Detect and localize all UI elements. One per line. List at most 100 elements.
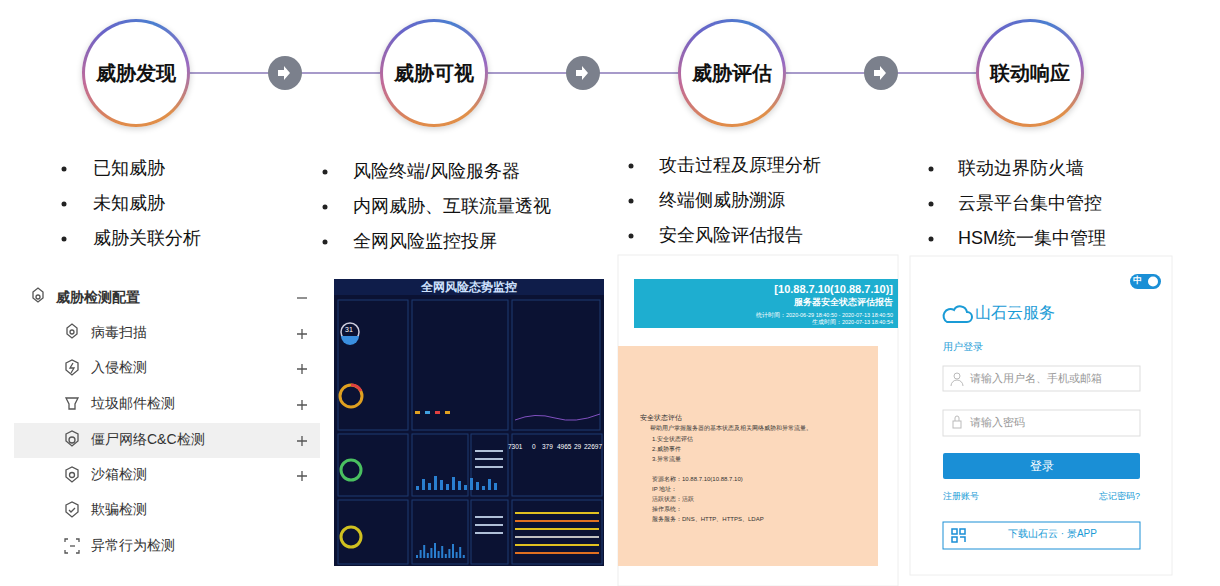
bar <box>428 483 431 490</box>
bullet-text: 云景平台集中管控 <box>958 193 1102 215</box>
dashboard-screenshot <box>334 279 604 566</box>
bar <box>452 477 455 490</box>
menu-panel <box>14 288 320 553</box>
stage-circle: 威胁可视 <box>380 19 488 127</box>
report-screenshot <box>618 255 898 586</box>
login-screenshot <box>910 256 1172 575</box>
bullet-text: 已知威胁 <box>93 158 165 180</box>
arrow-head <box>278 66 290 80</box>
login-text: 中 <box>1133 275 1142 286</box>
bar <box>434 543 436 558</box>
dashboard-text: 7301 <box>508 443 522 451</box>
bar <box>463 555 465 558</box>
flow-connector <box>786 56 976 90</box>
bar <box>482 486 485 490</box>
table-row <box>515 520 599 522</box>
report-text: 统计时间：2020-06-29 18:40:50 - 2020-07-13 18… <box>643 312 893 319</box>
table-row <box>515 528 599 530</box>
dashboard-text: 全网风险态势监控 <box>334 280 604 294</box>
report-text: 1.安全状态评估 <box>652 436 693 443</box>
bar <box>458 481 461 490</box>
menu-item: 病毒扫描 <box>91 324 147 341</box>
login-text: 忘记密码? <box>1060 491 1140 502</box>
dashboard-text: 379 <box>542 443 553 451</box>
table-row <box>515 512 599 514</box>
flow-connector <box>488 56 678 90</box>
login-text: 用户登录 <box>943 341 983 353</box>
table-row <box>515 552 599 554</box>
stage-circle: 威胁发现 <box>82 19 190 127</box>
menu-item: 入侵检测 <box>91 359 147 376</box>
dashboard-text: 31 <box>345 326 353 334</box>
bar <box>446 484 449 490</box>
menu-item: 沙箱检测 <box>91 466 147 483</box>
bullet-text: 终端侧威胁溯源 <box>659 190 785 212</box>
bullet-text: 安全风险评估报告 <box>659 225 803 247</box>
arrow-head <box>576 66 588 80</box>
report-text: 服务器安全状态评估报告 <box>643 297 893 308</box>
report-text: 安全状态评估 <box>640 414 682 422</box>
stage-title: 威胁发现 <box>96 60 176 87</box>
stage-title: 威胁评估 <box>692 60 772 87</box>
bar <box>434 476 437 490</box>
table-row <box>515 544 599 546</box>
dashboard-text: 22697 <box>584 443 602 451</box>
bar <box>452 544 454 558</box>
menu-item: 僵尸网络C&C检测 <box>91 431 205 448</box>
report-text: 生成时间：2020-07-13 18:40:54 <box>643 319 893 326</box>
bar <box>441 546 443 558</box>
bar <box>464 485 467 490</box>
menu-item: 异常行为检测 <box>91 537 175 554</box>
stage-circle: 威胁评估 <box>678 19 786 127</box>
bullet-text: 威胁关联分析 <box>93 228 201 250</box>
bar <box>459 547 461 558</box>
bar <box>423 545 425 558</box>
bar <box>456 552 458 558</box>
menu-item: 垃圾邮件检测 <box>91 395 175 412</box>
bar <box>476 482 479 490</box>
report-text: [10.88.7.10(10.88.7.10)] <box>643 283 893 296</box>
bar <box>445 554 447 558</box>
bullet-text: 未知威胁 <box>93 193 165 215</box>
arrow-head <box>874 66 886 80</box>
report-text: 2.威胁事件 <box>652 446 681 453</box>
bar <box>438 551 440 558</box>
login-text: 登录 <box>943 459 1140 473</box>
bullet-text: 风险终端/风险服务器 <box>353 161 520 183</box>
stage-title: 联动响应 <box>990 60 1070 87</box>
login-text: 请输入密码 <box>970 416 1025 429</box>
report-text: 服务服务：DNS、HTTP、HTTPS、LDAP <box>652 516 764 523</box>
bar <box>416 486 419 490</box>
menu-item: 欺骗检测 <box>91 501 147 518</box>
bullet-text: 联动边界防火墙 <box>958 158 1084 180</box>
login-text: 注册账号 <box>943 491 979 502</box>
bar <box>420 550 422 558</box>
dashboard-text: 4965 <box>557 443 571 451</box>
report-text: IP 地址： <box>652 486 677 493</box>
expand-signs <box>297 298 307 481</box>
stage-circle: 联动响应 <box>976 19 1084 127</box>
bullet-text: 攻击过程及原理分析 <box>659 155 821 177</box>
menu-item: 威胁检测配置 <box>56 289 140 306</box>
flow-connector <box>190 56 380 90</box>
bullet-text: 内网威胁、互联流量透视 <box>353 196 551 218</box>
bar <box>430 548 432 558</box>
bar <box>440 480 443 490</box>
bar <box>470 478 473 490</box>
bar <box>448 549 450 558</box>
report-text: 操作系统： <box>652 506 682 513</box>
bar <box>416 555 418 558</box>
report-text: 活跃状态：活跃 <box>652 496 694 503</box>
login-text: 请输入用户名、手机或邮箱 <box>970 372 1102 385</box>
dashboard-text: 0 <box>532 443 536 451</box>
report-text: 3.异常流量 <box>652 456 681 463</box>
bar <box>488 479 491 490</box>
bar <box>494 483 497 490</box>
bar <box>422 479 425 490</box>
dashboard-text: 29 <box>574 443 581 451</box>
bullet-text: 全网风险监控投屏 <box>353 231 497 253</box>
bullet-text: HSM统一集中管理 <box>958 228 1106 250</box>
login-text: 山石云服务 <box>975 303 1055 322</box>
stage-title: 威胁可视 <box>394 60 474 87</box>
